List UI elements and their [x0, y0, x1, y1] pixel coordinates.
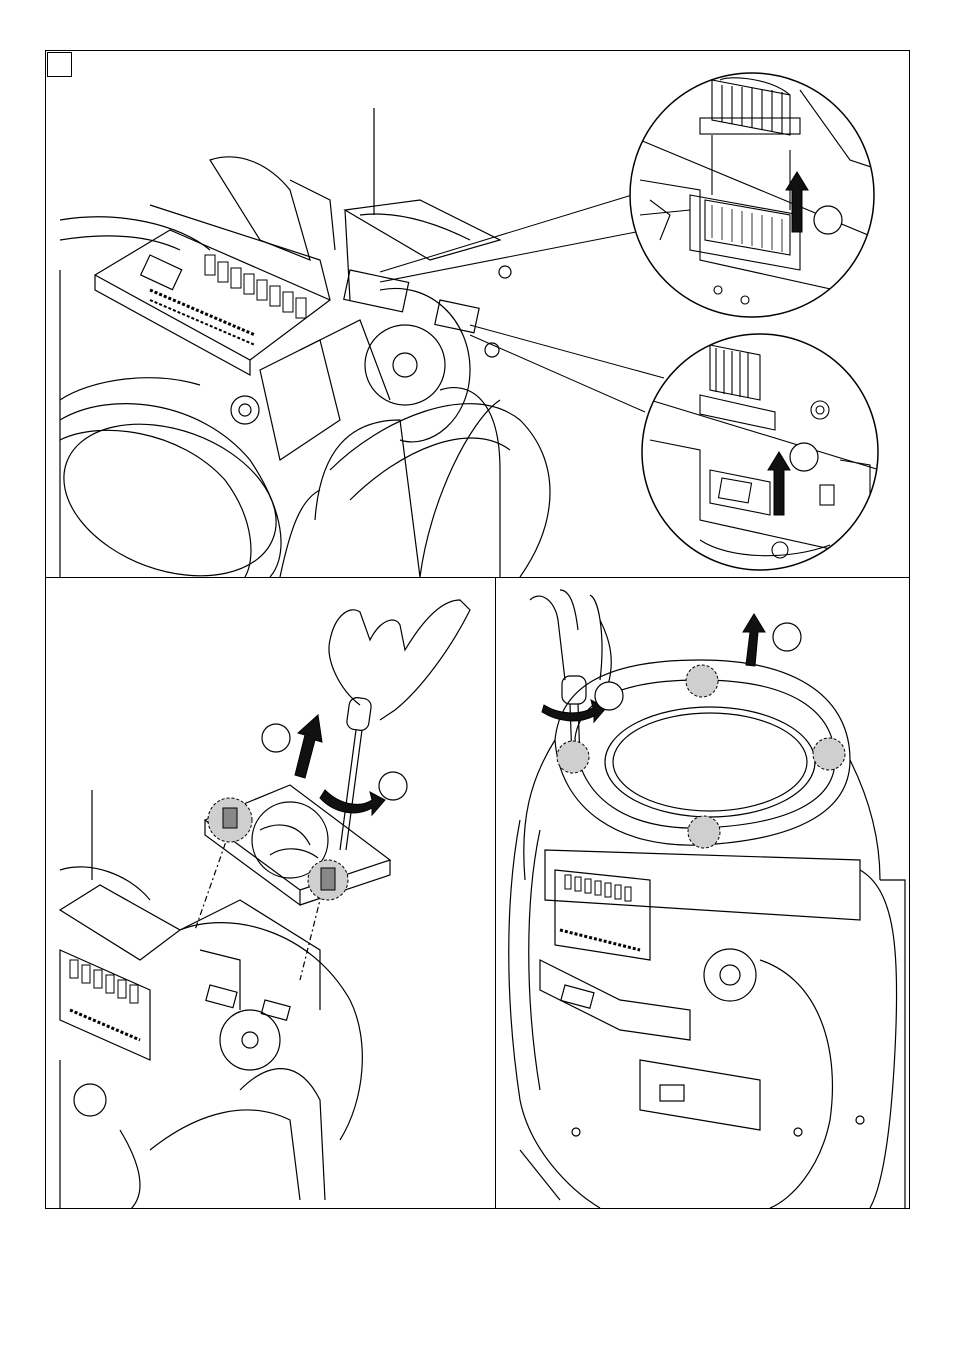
fan-module-icon: [60, 600, 470, 1210]
fixture-head-icon: [43, 157, 550, 604]
callout-circle: [773, 623, 801, 651]
screw-highlight: [557, 741, 589, 773]
arrow-up-icon: [743, 614, 765, 666]
callout-circle: [790, 443, 818, 471]
callout-circle: [262, 724, 290, 752]
zoom-lines: [380, 195, 664, 412]
screw-highlight: [813, 738, 845, 770]
callout-circle: [379, 772, 407, 800]
callout-circle: [595, 682, 623, 710]
screw-highlight: [688, 816, 720, 848]
arrow-up-icon: [295, 715, 322, 778]
callout-circle: [814, 206, 842, 234]
screw-highlight: [686, 665, 718, 697]
